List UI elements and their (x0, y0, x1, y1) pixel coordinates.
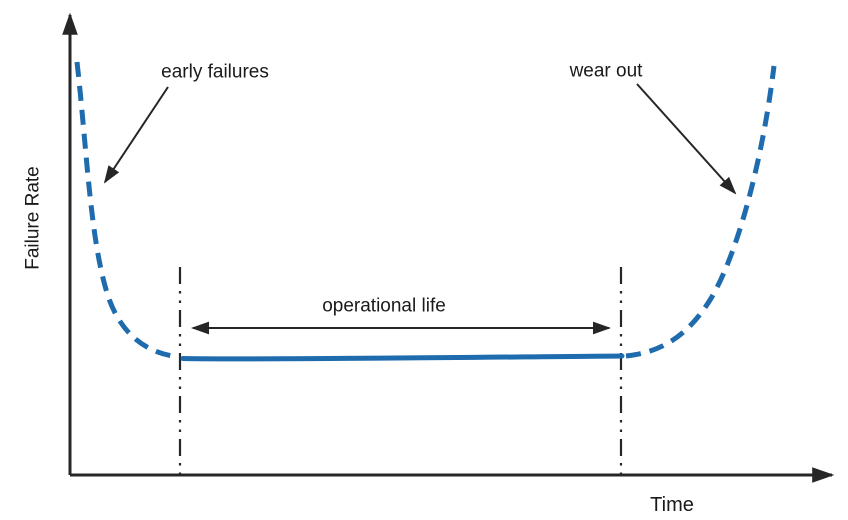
curve-operational-life-segment (180, 353, 625, 362)
operational-life-label: operational life (322, 295, 446, 317)
early-failures-label: early failures (161, 61, 269, 83)
axes (62, 12, 835, 483)
early-failures-pointer-arrow (103, 86, 169, 184)
x-axis-label: Time (650, 494, 694, 516)
wear-out-label: wear out (569, 60, 643, 82)
curve-wear-out-segment (625, 65, 777, 359)
y-axis-label: Failure Rate (22, 166, 44, 270)
wear-out-pointer-arrow (636, 83, 737, 195)
curve-early-failures-segment (74, 61, 180, 360)
